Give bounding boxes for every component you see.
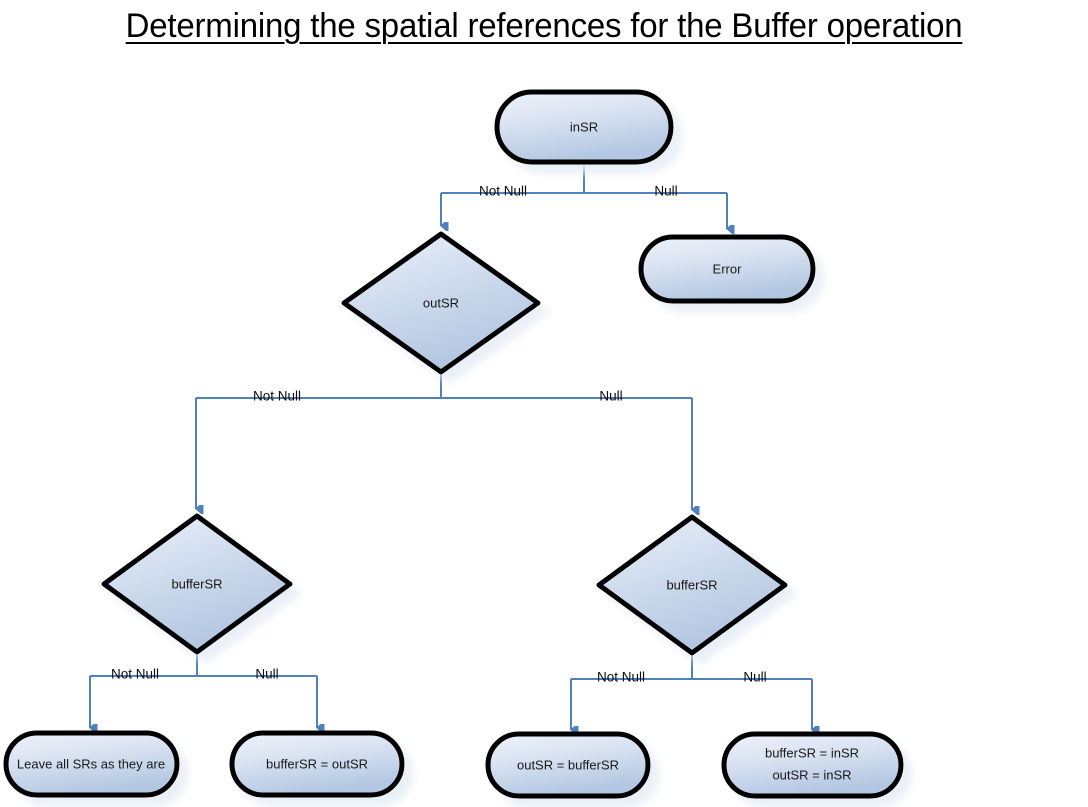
node-insr-shape — [494, 89, 674, 165]
node-leave-all[interactable] — [3, 730, 180, 798]
node-out-eq-buf-shape — [485, 731, 651, 799]
node-buffersr-right[interactable] — [596, 514, 788, 656]
node-out-eq-buf-label: outSR = bufferSR — [517, 757, 619, 772]
node-error-shape — [638, 234, 816, 304]
edge-buffersr-right-split — [571, 653, 812, 730]
node-error-label: Error — [713, 261, 743, 276]
node-buf-eq-out-shape — [229, 730, 405, 798]
edge-label-bufr-not-null: Not Null — [597, 670, 645, 685]
node-both-in-label-line1: bufferSR = inSR — [765, 745, 859, 760]
node-both-in-label-line2: outSR = inSR — [772, 767, 851, 782]
node-buffersr-right-shape — [596, 514, 788, 656]
edge-label-outsr-null: Null — [599, 389, 622, 404]
page-title: Determining the spatial references for t… — [125, 6, 963, 45]
node-both-in[interactable] — [721, 731, 904, 799]
node-buf-eq-out[interactable] — [229, 730, 405, 798]
node-leave-all-shape — [3, 730, 180, 798]
node-buf-eq-out-label: bufferSR = outSR — [266, 756, 368, 771]
edge-buffersr-left-split — [90, 652, 317, 728]
node-outsr-label: outSR — [423, 295, 459, 310]
node-insr-label: inSR — [570, 119, 598, 134]
node-out-eq-buf[interactable] — [485, 731, 651, 799]
node-buffersr-left-shape — [101, 513, 293, 655]
edge-label-insr-not-null: Not Null — [479, 184, 527, 199]
edge-label-outsr-not-null: Not Null — [253, 389, 301, 404]
edge-label-insr-null: Null — [654, 184, 677, 199]
node-buffersr-right-label: bufferSR — [666, 577, 717, 592]
node-outsr-shape — [341, 231, 541, 375]
node-insr[interactable] — [494, 89, 674, 165]
node-error[interactable] — [638, 234, 816, 304]
node-both-in-shape — [721, 731, 904, 799]
node-leave-all-label: Leave all SRs as they are — [17, 756, 165, 771]
edge-label-bufl-not-null: Not Null — [111, 667, 159, 682]
edge-label-bufr-null: Null — [743, 670, 766, 685]
edge-label-bufl-null: Null — [255, 667, 278, 682]
edge-outsr-split — [196, 373, 692, 510]
node-outsr[interactable] — [341, 231, 541, 375]
node-buffersr-left[interactable] — [101, 513, 293, 655]
node-buffersr-left-label: bufferSR — [171, 576, 222, 591]
edge-insr-split — [441, 163, 727, 229]
